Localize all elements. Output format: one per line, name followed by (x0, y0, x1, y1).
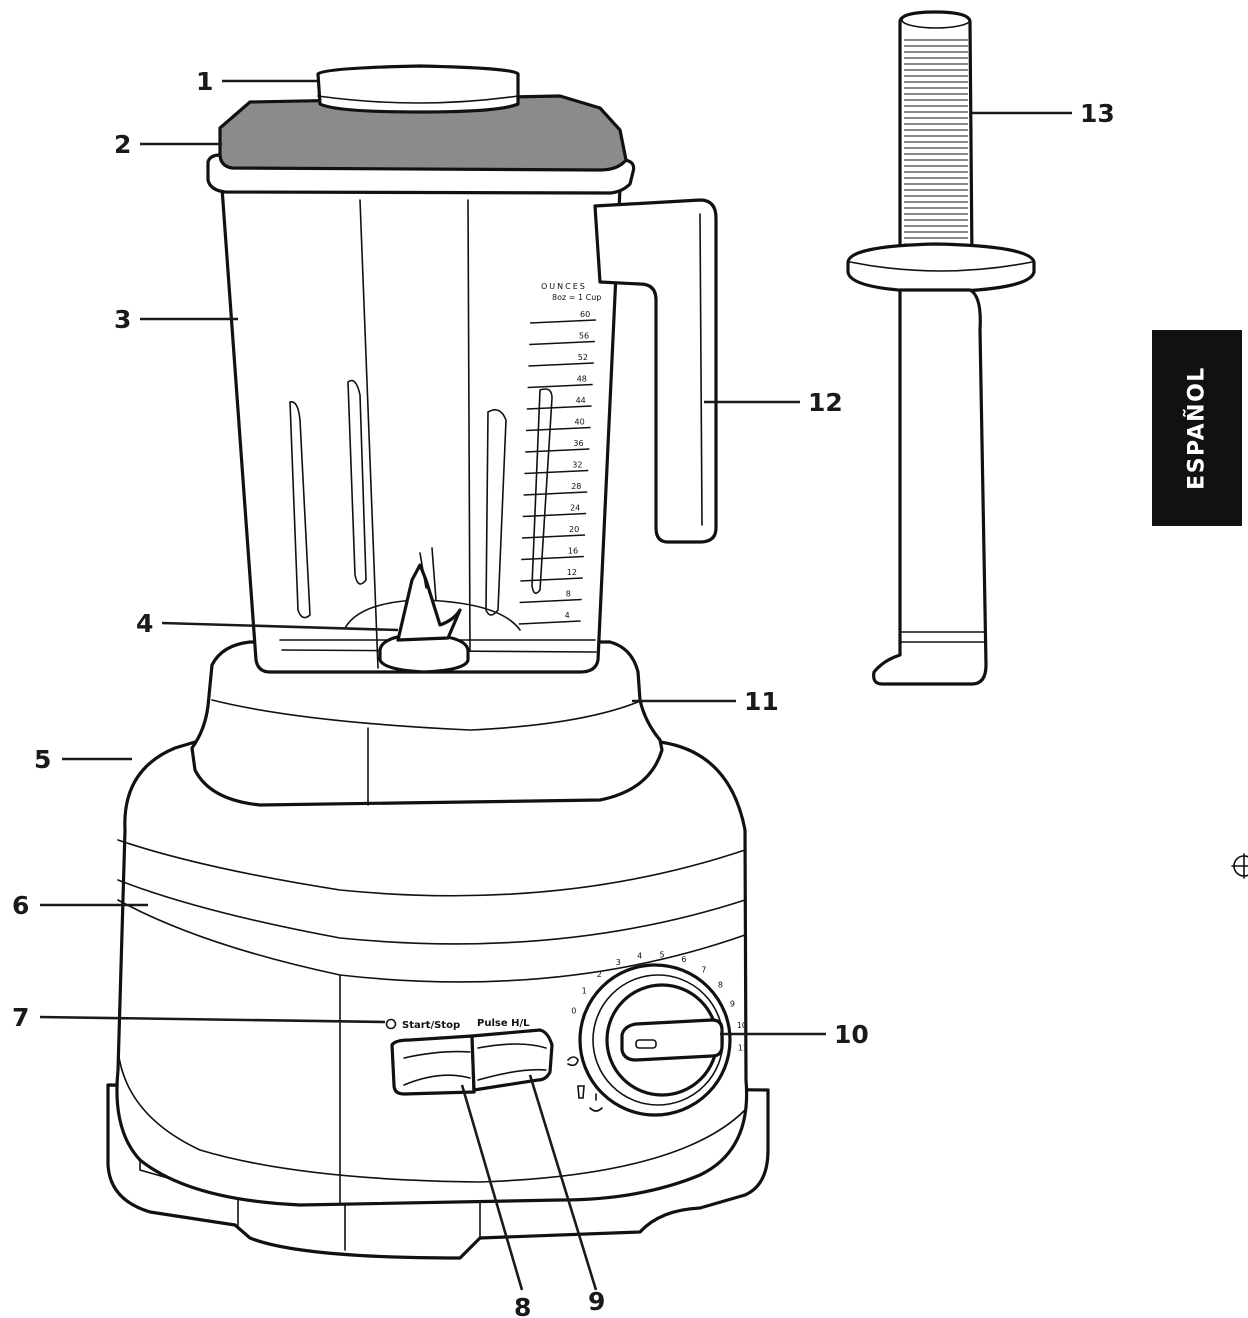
graduation-line (521, 534, 586, 539)
dial-number: 9 (730, 1000, 735, 1009)
scale-subtitle: 8oz = 1 Cup (552, 293, 601, 302)
callout-6: 6 (12, 891, 29, 920)
graduation-line (521, 555, 584, 561)
dial-number: 4 (637, 951, 642, 960)
callout-9: 9 (588, 1287, 605, 1316)
callout-3: 3 (114, 305, 131, 334)
callout-numbers: 1 2 3 4 5 6 7 8 9 10 11 12 13 (12, 67, 1115, 1318)
start-stop-label: Start/Stop (402, 1020, 460, 1031)
graduation-line (518, 620, 581, 625)
graduation-line (524, 469, 589, 475)
dial-number: 6 (681, 955, 686, 964)
graduation-line (520, 577, 583, 582)
graduation-label: 4 (565, 611, 570, 620)
callout-11: 11 (744, 687, 779, 716)
graduation-label: 60 (580, 310, 590, 319)
graduation-scale: 60 56 52 48 44 40 36 32 28 24 20 16 12 8 4 (518, 310, 597, 625)
smoothie-icon (577, 1085, 585, 1099)
pulse-label: Pulse H/L (477, 1018, 530, 1029)
graduation-line (529, 340, 595, 346)
dial-number: 5 (660, 950, 665, 959)
graduation-label: 8 (566, 590, 571, 599)
registration-mark-icon (1231, 853, 1248, 879)
control-panel: Start/Stop Pulse H/L 0 1 2 3 4 5 6 7 8 9 10 11 (385, 950, 748, 1117)
graduation-line (523, 491, 588, 496)
graduation-line (522, 512, 587, 518)
start-stop-paddle[interactable] (390, 1034, 476, 1096)
graduation-line (525, 426, 591, 432)
callout-1: 1 (196, 67, 213, 96)
graduation-label: 40 (575, 418, 585, 427)
callout-12: 12 (808, 388, 843, 417)
dial-number: 7 (701, 966, 706, 975)
callout-4: 4 (136, 609, 153, 638)
graduation-line (527, 383, 593, 389)
tamper (846, 10, 1036, 686)
callout-7: 7 (12, 1003, 29, 1032)
dial-number: 2 (597, 970, 602, 979)
graduation-label: 20 (569, 525, 579, 534)
callout-10: 10 (834, 1020, 869, 1049)
dial-number: 0 (571, 1007, 576, 1016)
graduation-label: 32 (572, 461, 582, 470)
ice-crush-icon (567, 1056, 579, 1067)
graduation-line (525, 448, 590, 453)
dial-number: 10 (737, 1021, 747, 1030)
graduation-line (519, 598, 582, 604)
callout-leaders (39, 79, 1072, 1291)
graduation-line (526, 405, 592, 410)
graduation-label: 36 (573, 439, 583, 448)
callout-2: 2 (114, 130, 131, 159)
language-tab (1152, 330, 1242, 526)
callout-8: 8 (514, 1293, 531, 1318)
graduation-label: 44 (576, 396, 586, 405)
scale-title: OUNCES (541, 282, 587, 291)
speed-dial[interactable]: 0 1 2 3 4 5 6 7 8 9 10 11 (571, 950, 748, 1117)
dial-number: 11 (738, 1044, 748, 1053)
graduation-line (529, 319, 597, 324)
soup-icon (589, 1093, 603, 1112)
start-stop-indicator-light (385, 1018, 397, 1030)
dial-number: 1 (582, 987, 587, 996)
graduation-label: 12 (567, 568, 577, 577)
dial-number: 8 (718, 981, 723, 990)
graduation-label: 24 (570, 504, 580, 513)
blender-jar: OUNCES 8oz = 1 Cup 605652484440363228242… (206, 64, 718, 674)
graduation-label: 28 (571, 482, 581, 491)
graduation-line (528, 362, 594, 367)
dial-number: 3 (616, 958, 621, 967)
graduation-label: 56 (579, 332, 589, 341)
graduation-label: 52 (578, 353, 588, 362)
graduation-label: 16 (568, 547, 578, 556)
motor-base (106, 640, 770, 1260)
callout-5: 5 (34, 745, 51, 774)
language-tab-label: ESPAÑOL (1184, 366, 1210, 490)
pulse-paddle[interactable] (470, 1028, 554, 1092)
graduation-label: 48 (577, 375, 587, 384)
callout-13: 13 (1080, 99, 1115, 128)
